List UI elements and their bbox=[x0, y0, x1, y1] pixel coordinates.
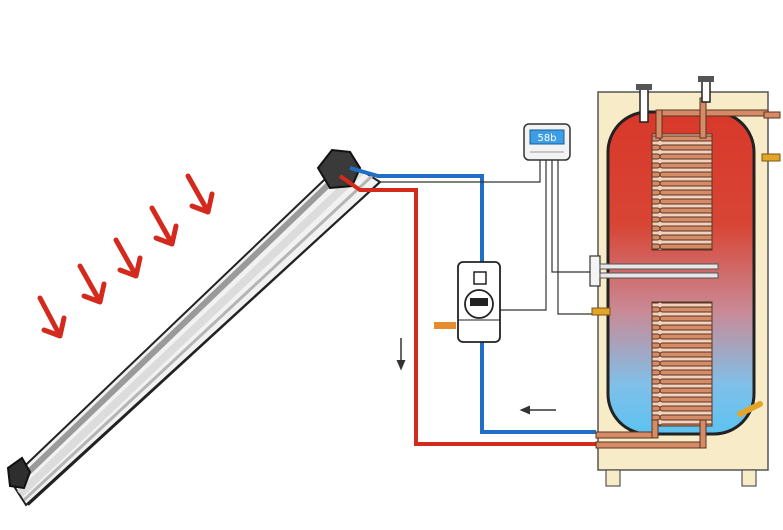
electric-heating-element bbox=[589, 255, 719, 287]
sensor-fitting bbox=[761, 153, 781, 162]
controller-display bbox=[529, 129, 565, 145]
hot-flow-pipe bbox=[338, 174, 596, 446]
sensor-fitting bbox=[737, 401, 763, 417]
sun-ray-arrow bbox=[113, 237, 143, 279]
upper-heat-exchanger-coil bbox=[651, 97, 769, 251]
sun-rays bbox=[37, 173, 215, 339]
tank-top-connection bbox=[698, 76, 714, 103]
drain-valve bbox=[434, 322, 456, 329]
collector-manifold bbox=[316, 148, 362, 190]
collector-end-cap bbox=[6, 456, 32, 490]
tank-foot bbox=[741, 469, 757, 487]
solar-controller: 58b bbox=[523, 123, 571, 161]
sun-ray-arrow bbox=[77, 263, 107, 305]
solar-collector bbox=[6, 148, 382, 507]
tank-top-connection bbox=[636, 84, 652, 123]
controller-wiring bbox=[380, 160, 596, 315]
sun-ray-arrow bbox=[37, 295, 67, 339]
sun-ray-arrow bbox=[149, 205, 179, 247]
lower-heat-exchanger-coil bbox=[595, 301, 713, 449]
sensor-fitting bbox=[591, 307, 611, 316]
controller-display-value: 58b bbox=[537, 133, 556, 144]
tank-foot bbox=[605, 469, 621, 487]
sun-ray-arrow bbox=[185, 173, 215, 215]
pump-station bbox=[434, 261, 501, 343]
storage-tank bbox=[589, 76, 781, 487]
hot-water-outlet bbox=[763, 111, 781, 119]
cold-return-pipe bbox=[349, 166, 596, 434]
